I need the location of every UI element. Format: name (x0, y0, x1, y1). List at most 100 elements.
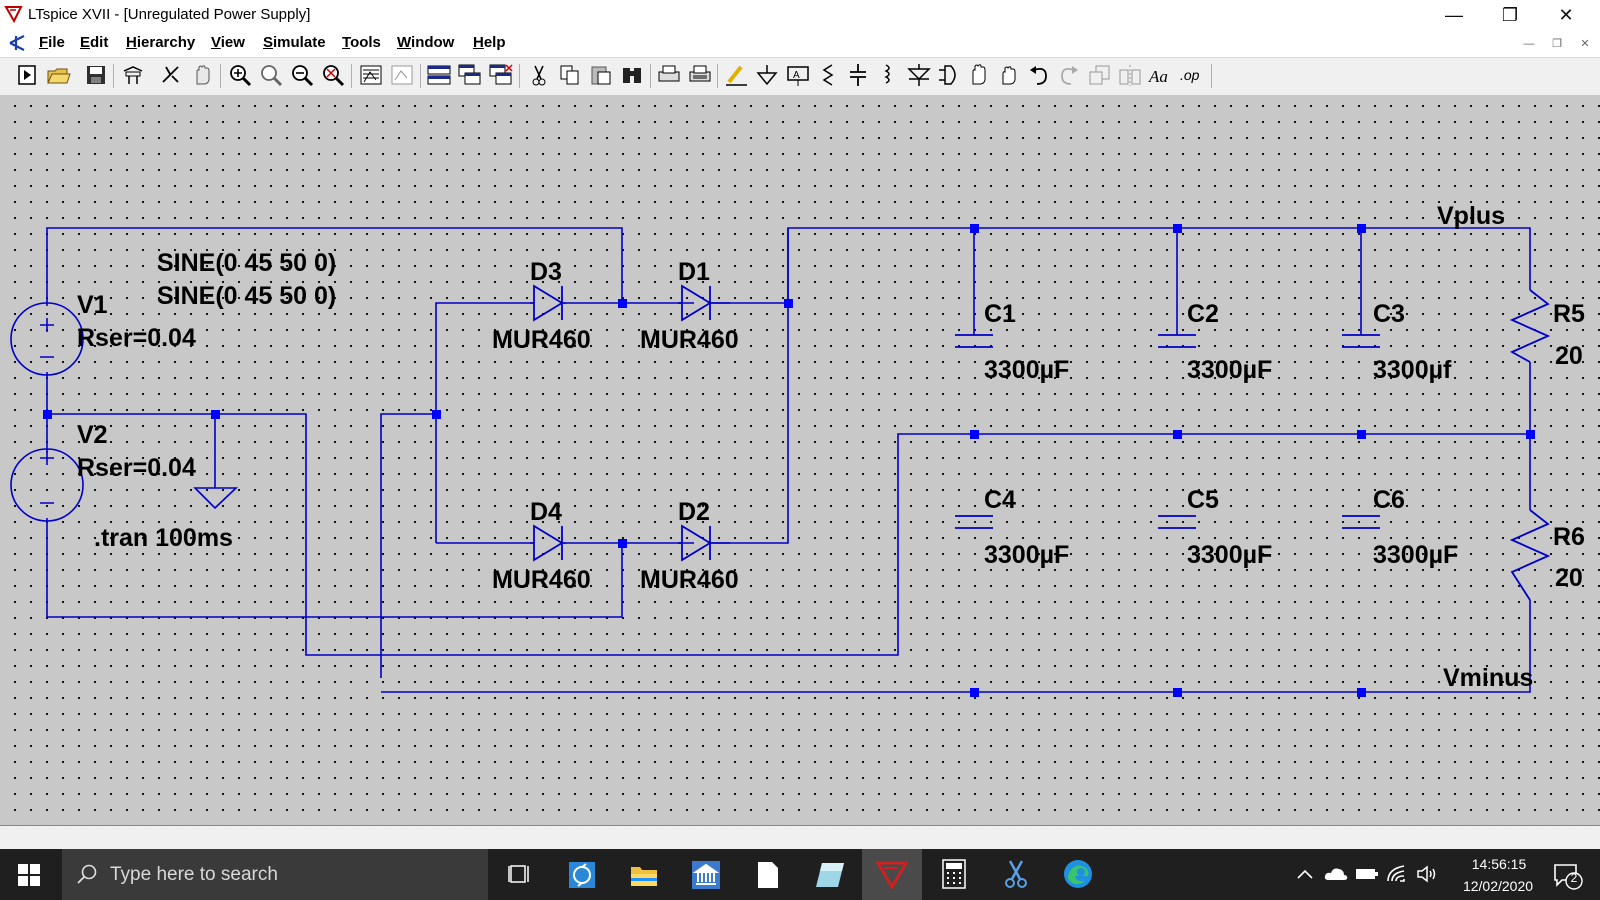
find-icon[interactable] (619, 62, 645, 88)
c1-value-label[interactable]: 3300µF (984, 356, 1069, 384)
close-button[interactable]: ✕ (1558, 5, 1574, 25)
vplus-net-label[interactable]: Vplus (1437, 202, 1505, 230)
new-schematic-icon[interactable] (14, 62, 40, 88)
zoom-fit-icon[interactable] (320, 62, 346, 88)
mirror-icon[interactable] (1117, 62, 1143, 88)
taskbar-app-explorer[interactable] (614, 849, 674, 900)
cut-icon[interactable] (526, 62, 552, 88)
diode-icon[interactable] (906, 62, 932, 88)
autoscale-icon[interactable] (358, 62, 384, 88)
taskbar-app-calculator[interactable] (924, 849, 984, 900)
taskbar-app-ltspice[interactable] (862, 849, 922, 900)
c4-value-label[interactable]: 3300µF (984, 541, 1069, 569)
taskbar-app-paint[interactable] (800, 849, 860, 900)
v1-rser-label[interactable]: Rser=0.04 (77, 324, 196, 352)
menu-file[interactable]: File (39, 34, 65, 51)
undo-icon[interactable] (1026, 62, 1052, 88)
open-icon[interactable] (45, 62, 71, 88)
r5-ref-label[interactable]: R5 (1553, 300, 1585, 328)
volume-icon[interactable] (1416, 865, 1438, 883)
tran-directive[interactable]: .tran 100ms (94, 524, 233, 552)
c2-ref-label[interactable]: C2 (1187, 300, 1219, 328)
onedrive-icon[interactable] (1324, 866, 1348, 882)
c4-ref-label[interactable]: C4 (984, 486, 1016, 514)
taskbar-app-notepad[interactable] (738, 849, 798, 900)
d1-model-label[interactable]: MUR460 (640, 326, 739, 354)
d1-ref-label[interactable]: D1 (678, 258, 710, 286)
clock-date[interactable]: 12/02/2020 (1462, 878, 1534, 894)
battery-icon[interactable] (1355, 866, 1379, 882)
print-setup-icon[interactable] (656, 62, 682, 88)
vminus-net-label[interactable]: Vminus (1443, 664, 1533, 692)
taskbar-app-sync[interactable] (552, 849, 612, 900)
c6-ref-label[interactable]: C6 (1373, 486, 1405, 514)
c1-ref-label[interactable]: C1 (984, 300, 1016, 328)
c5-value-label[interactable]: 3300µF (1187, 541, 1272, 569)
rotate-icon[interactable] (1087, 62, 1113, 88)
menu-hierarchy[interactable]: Hierarchy (126, 34, 196, 51)
d4-ref-label[interactable]: D4 (530, 498, 562, 526)
v2-ref-label[interactable]: V2 (77, 421, 108, 449)
v1-value-label[interactable]: SINE(0 45 50 0) (157, 249, 336, 277)
zoom-in-icon[interactable] (227, 62, 253, 88)
mdi-restore-button[interactable]: ❐ (1552, 38, 1562, 50)
taskbar-app-bank[interactable] (676, 849, 736, 900)
r5-value-label[interactable]: 20 (1555, 342, 1583, 370)
menu-window[interactable]: Window (397, 34, 455, 51)
mdi-minimize-button[interactable]: — (1523, 38, 1535, 50)
show-hidden-icons-icon[interactable] (1296, 867, 1314, 881)
c2-value-label[interactable]: 3300µF (1187, 356, 1272, 384)
d4-model-label[interactable]: MUR460 (492, 566, 591, 594)
cascade-icon[interactable] (457, 62, 483, 88)
taskbar-search-box[interactable]: Type here to search (62, 849, 488, 900)
menu-edit[interactable]: Edit (80, 34, 109, 51)
control-panel-icon[interactable] (120, 62, 146, 88)
menu-view[interactable]: View (211, 34, 245, 51)
label-net-icon[interactable]: A (785, 62, 811, 88)
minimize-button[interactable]: — (1445, 5, 1463, 25)
r6-ref-label[interactable]: R6 (1553, 523, 1585, 551)
drag-icon[interactable] (996, 62, 1022, 88)
pause-icon[interactable] (189, 62, 215, 88)
mdi-close-button[interactable]: ✕ (1580, 38, 1590, 50)
c3-value-label[interactable]: 3300µf (1373, 356, 1452, 384)
c6-value-label[interactable]: 3300µF (1373, 541, 1458, 569)
c3-ref-label[interactable]: C3 (1373, 300, 1405, 328)
copy-icon[interactable] (557, 62, 583, 88)
clock-time[interactable]: 14:56:15 (1471, 856, 1527, 872)
v2-rser-label[interactable]: Rser=0.04 (77, 454, 196, 482)
component-icon[interactable] (936, 62, 962, 88)
capacitor-icon[interactable] (845, 62, 871, 88)
task-view-button[interactable] (490, 849, 550, 900)
zoom-pan-icon[interactable] (258, 62, 284, 88)
move-icon[interactable] (966, 62, 992, 88)
print-icon[interactable] (687, 62, 713, 88)
c5-ref-label[interactable]: C5 (1187, 486, 1219, 514)
d2-model-label[interactable]: MUR460 (640, 566, 739, 594)
run-icon[interactable] (158, 62, 184, 88)
zoom-out-icon[interactable] (289, 62, 315, 88)
menu-help[interactable]: Help (473, 34, 506, 51)
r6-value-label[interactable]: 20 (1555, 564, 1583, 592)
menu-tools[interactable]: Tools (342, 34, 381, 51)
resistor-icon[interactable] (815, 62, 841, 88)
paste-icon[interactable] (588, 62, 614, 88)
redo-icon[interactable] (1056, 62, 1082, 88)
save-icon[interactable] (83, 62, 109, 88)
v1-ref-label[interactable]: V1 (77, 291, 108, 319)
taskbar-app-edge[interactable] (1048, 849, 1108, 900)
taskbar-app-snipping[interactable] (986, 849, 1046, 900)
d3-model-label[interactable]: MUR460 (492, 326, 591, 354)
windows-start-icon[interactable] (18, 864, 40, 886)
menu-simulate[interactable]: Simulate (263, 34, 326, 51)
v2-value-label[interactable]: SINE(0 45 50 0) (157, 282, 336, 310)
schematic-canvas[interactable]: V1 Rser=0.04 SINE(0 45 50 0) SINE(0 45 5… (0, 95, 1600, 826)
spice-directive-icon[interactable]: .op (1178, 62, 1204, 88)
tile-horizontal-icon[interactable] (426, 62, 452, 88)
maximize-button[interactable]: ❐ (1501, 5, 1519, 25)
ground-icon[interactable] (754, 62, 780, 88)
close-all-icon[interactable] (488, 62, 514, 88)
d2-ref-label[interactable]: D2 (678, 498, 710, 526)
draw-wire-icon[interactable] (723, 62, 749, 88)
text-icon[interactable]: Aa (1147, 62, 1173, 88)
